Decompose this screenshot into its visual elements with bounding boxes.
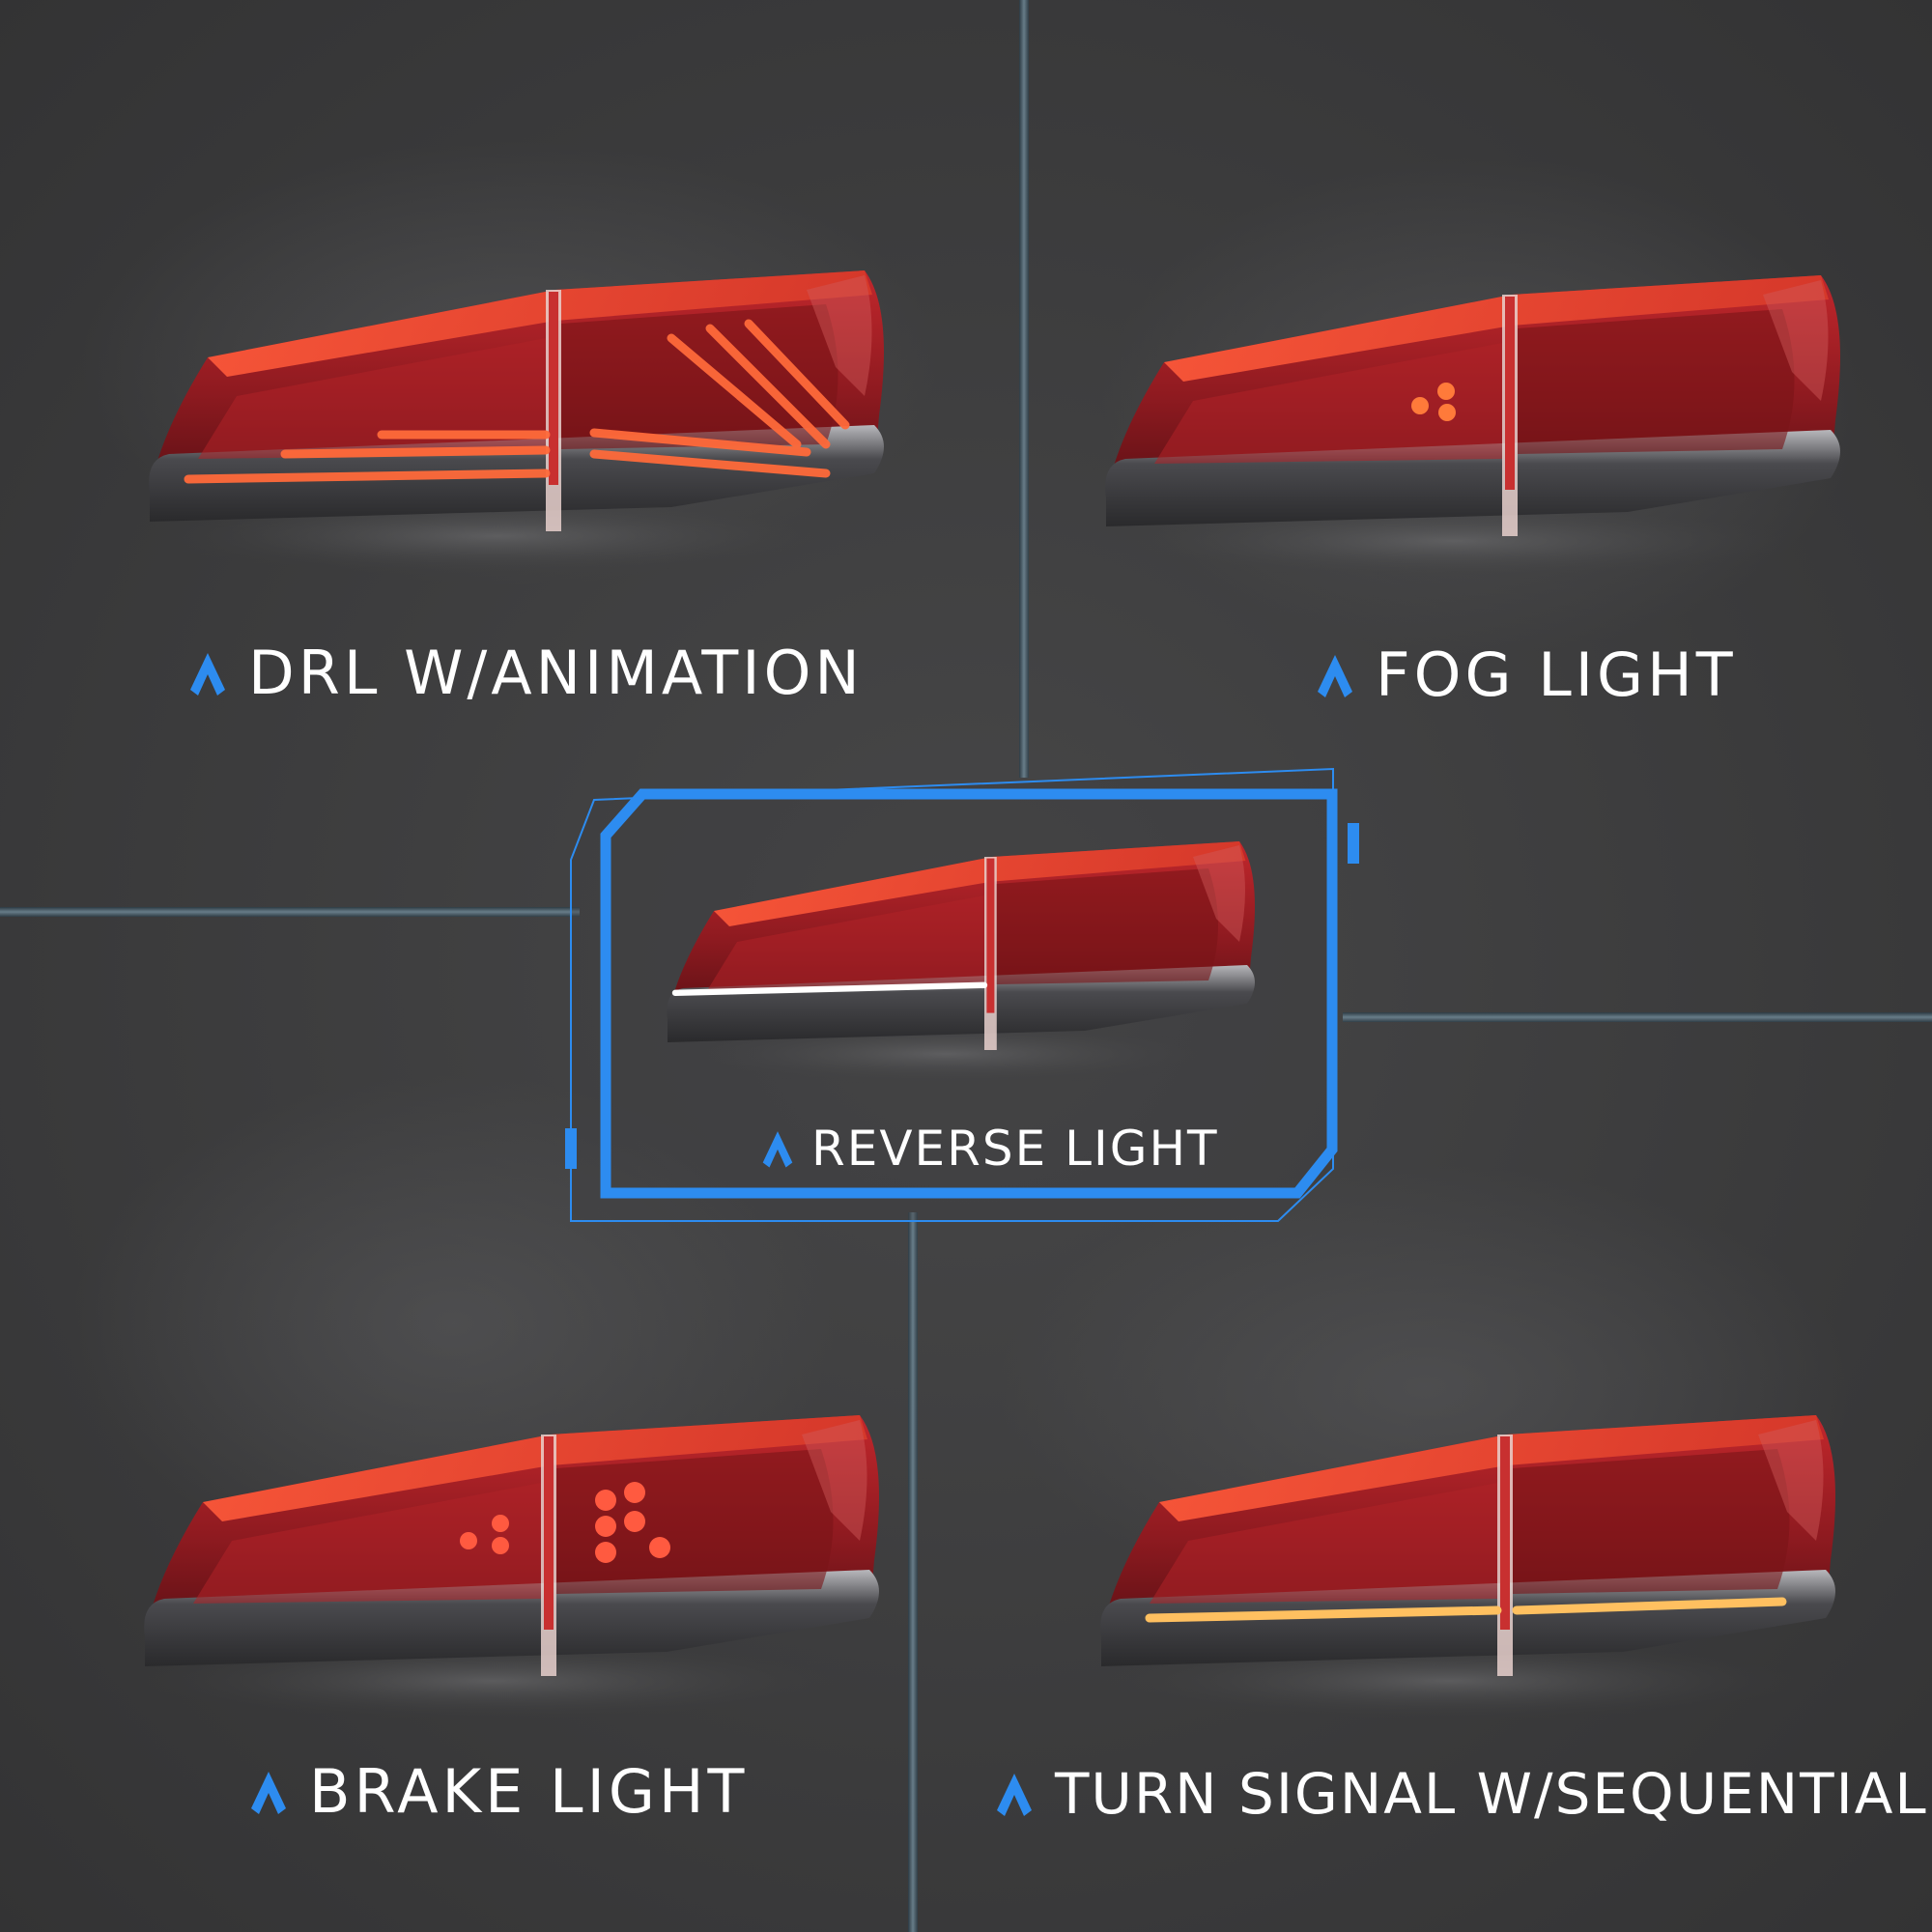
chevron-up-icon bbox=[762, 1131, 793, 1168]
chevron-up-icon bbox=[190, 652, 225, 696]
chevron-up-icon bbox=[251, 1771, 286, 1814]
caption-reverse-label: REVERSE LIGHT bbox=[811, 1121, 1219, 1177]
tail-light-turn bbox=[1100, 1415, 1835, 1719]
caption-fog: FOG LIGHT bbox=[1316, 639, 1737, 710]
chevron-up-icon bbox=[1318, 654, 1352, 697]
caption-drl-label: DRL W/ANIMATION bbox=[248, 638, 864, 708]
tail-light-drl bbox=[149, 270, 884, 575]
caption-reverse: REVERSE LIGHT bbox=[761, 1121, 1219, 1177]
caption-turn-label: TURN SIGNAL W/SEQUENTIAL bbox=[1055, 1761, 1928, 1827]
divider-vertical-top bbox=[1019, 0, 1029, 778]
caption-fog-label: FOG LIGHT bbox=[1376, 639, 1737, 710]
divider-horizontal-right bbox=[1343, 1012, 1932, 1022]
divider-horizontal-left bbox=[0, 907, 580, 917]
caption-turn: TURN SIGNAL W/SEQUENTIAL bbox=[995, 1761, 1928, 1827]
tail-light-brake bbox=[144, 1415, 879, 1719]
divider-vertical-bottom bbox=[908, 1212, 918, 1932]
caption-brake-label: BRAKE LIGHT bbox=[309, 1756, 749, 1827]
chevron-up-icon bbox=[997, 1774, 1032, 1816]
caption-drl: DRL W/ANIMATION bbox=[188, 638, 864, 708]
tail-light-reverse bbox=[667, 841, 1255, 1085]
tail-light-fog bbox=[1105, 275, 1840, 580]
caption-brake: BRAKE LIGHT bbox=[249, 1756, 748, 1827]
